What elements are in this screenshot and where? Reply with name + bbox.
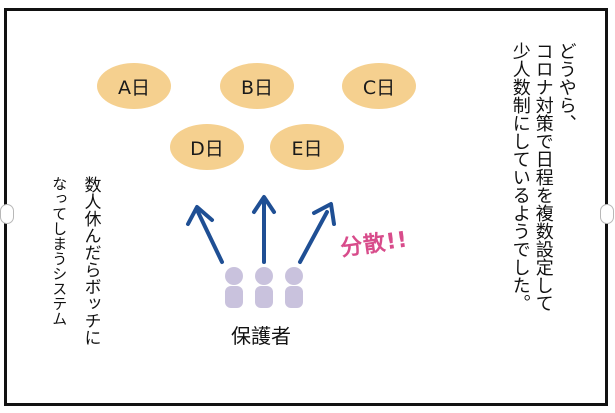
person-icon (225, 267, 303, 308)
arrow-center-head (252, 195, 276, 214)
day-label-c: C日 (362, 76, 396, 99)
day-oval-c: C日 (342, 63, 416, 109)
side-note-line-2: なってしまうシステム (50, 176, 69, 326)
arrow-right-shaft (298, 210, 329, 264)
left-nav-dot[interactable] (0, 204, 14, 224)
guardian-label: 保護者 (231, 324, 291, 348)
day-label-e: E日 (291, 137, 323, 160)
narration-line-2: コロナ対策で日程を複数設定して (532, 42, 554, 312)
day-oval-b: B日 (220, 63, 294, 109)
side-note-line-1: 数人休んだらボッチに (80, 176, 101, 346)
day-label-a: A日 (118, 76, 150, 99)
arrow-left-shaft (196, 210, 224, 264)
narration-line-3: 少人数制にしているようでした。 (509, 42, 531, 312)
day-label-b: B日 (240, 76, 274, 99)
arrow-left-head (186, 205, 214, 226)
day-oval-d: D日 (170, 124, 244, 170)
arrow-up-icon (186, 195, 336, 264)
narration-line-1: どうやら、 (555, 42, 577, 132)
arrow-right-head (312, 202, 336, 226)
day-label-d: D日 (190, 137, 224, 160)
day-oval-e: E日 (270, 124, 344, 170)
day-oval-a: A日 (97, 63, 171, 109)
right-nav-dot[interactable] (600, 204, 614, 224)
